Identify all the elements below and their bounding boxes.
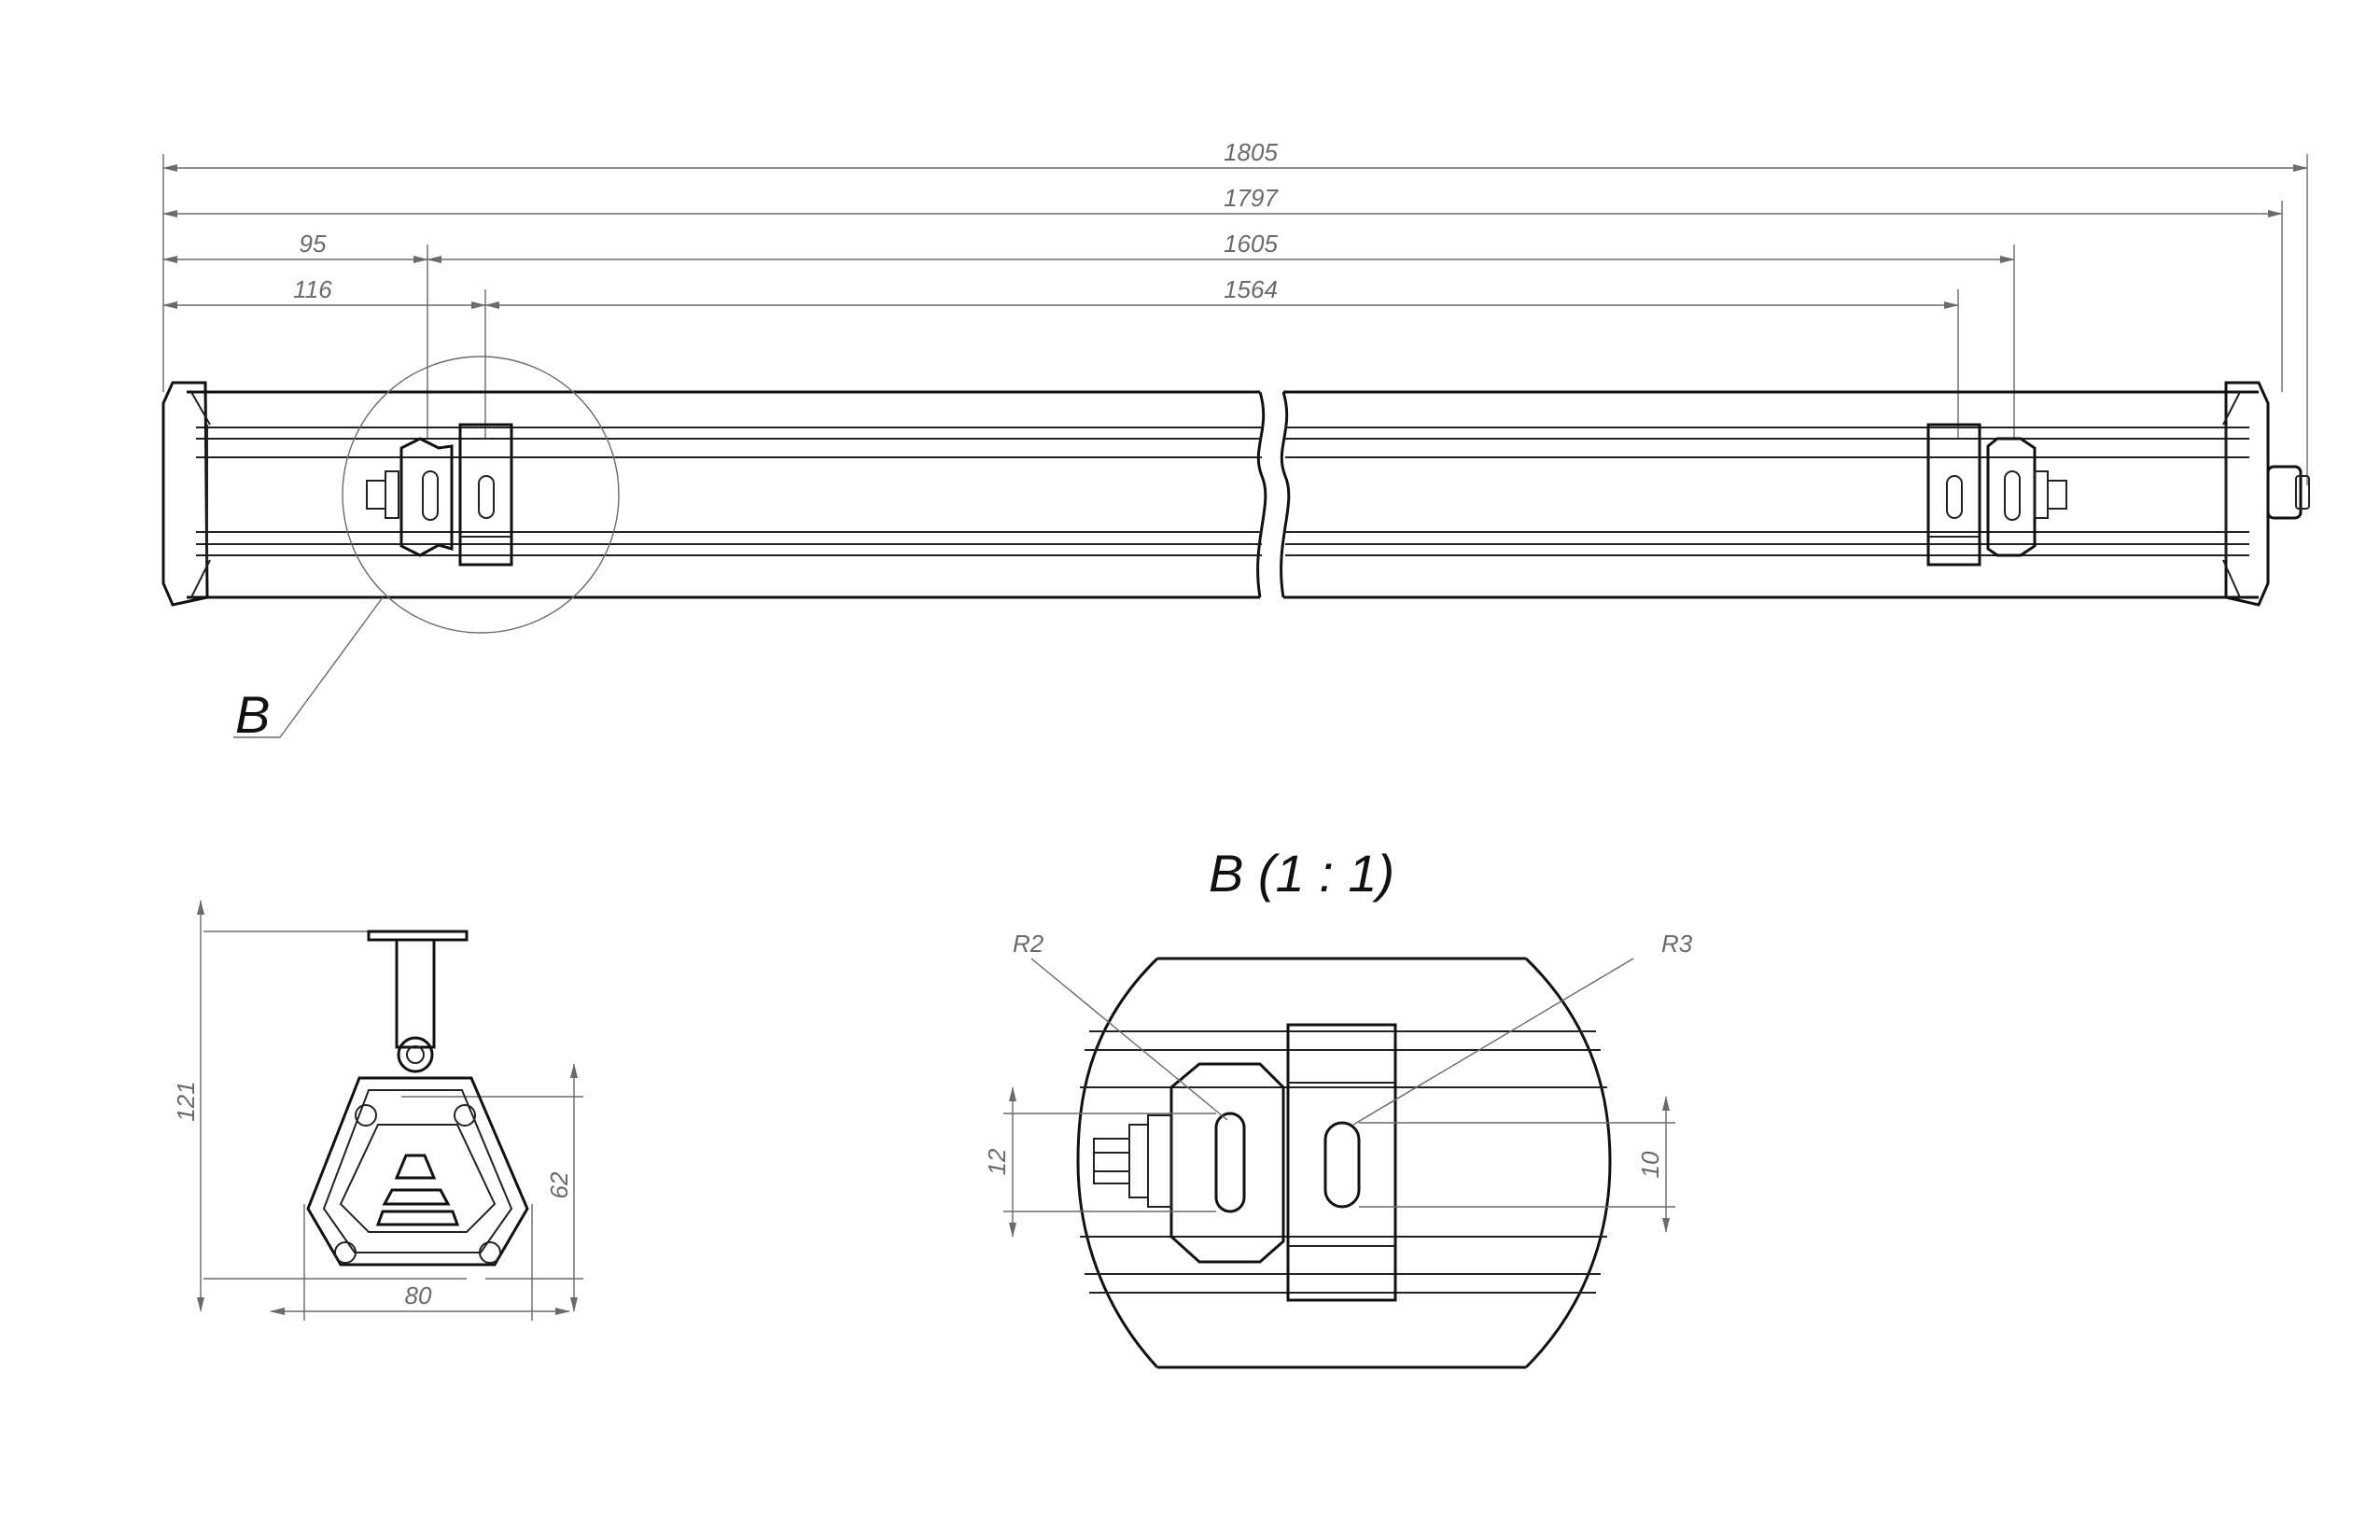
detail-view: B (1 : 1)	[983, 844, 1693, 1369]
dim-1564: 1564	[1224, 275, 1278, 303]
detail-boundary	[1076, 957, 1612, 1369]
luminaire-body	[161, 356, 2310, 738]
left-mounting-bracket	[366, 423, 513, 567]
dim-121: 121	[172, 1081, 200, 1121]
detail-circle	[342, 356, 620, 634]
end-view: 121 62 80	[172, 900, 583, 1321]
dim-80: 80	[405, 1281, 432, 1309]
dim-10: 10	[1636, 1151, 1664, 1178]
dim-62: 62	[545, 1171, 573, 1198]
dim-12: 12	[983, 1148, 1011, 1175]
dim-1797: 1797	[1224, 184, 1279, 212]
main-view: 1805 1797 95 1605 116 1564	[161, 138, 2310, 744]
left-end-cap	[161, 381, 211, 607]
end-view-profile	[306, 930, 529, 1267]
radius-r2-label: R2	[1013, 930, 1044, 958]
detail-bracket-plate	[1169, 1062, 1285, 1264]
dim-1605: 1605	[1224, 230, 1278, 258]
dimension-values: 1805 1797 95 1605 116 1564	[293, 138, 1279, 303]
radius-r3-label: R3	[1661, 930, 1693, 958]
detail-view-title: B (1 : 1)	[1209, 844, 1394, 903]
dim-116: 116	[293, 275, 332, 303]
detail-bolt	[1093, 1114, 1172, 1208]
right-mounting-bracket	[1926, 423, 2067, 567]
dim-1805: 1805	[1224, 138, 1278, 166]
extension-lines	[162, 154, 2308, 485]
detail-clamp	[1286, 1023, 1397, 1302]
dimension-lines	[162, 164, 2308, 309]
dim-95: 95	[300, 230, 327, 258]
detail-callout-label: B	[235, 685, 270, 744]
right-end-cap	[2222, 381, 2310, 607]
